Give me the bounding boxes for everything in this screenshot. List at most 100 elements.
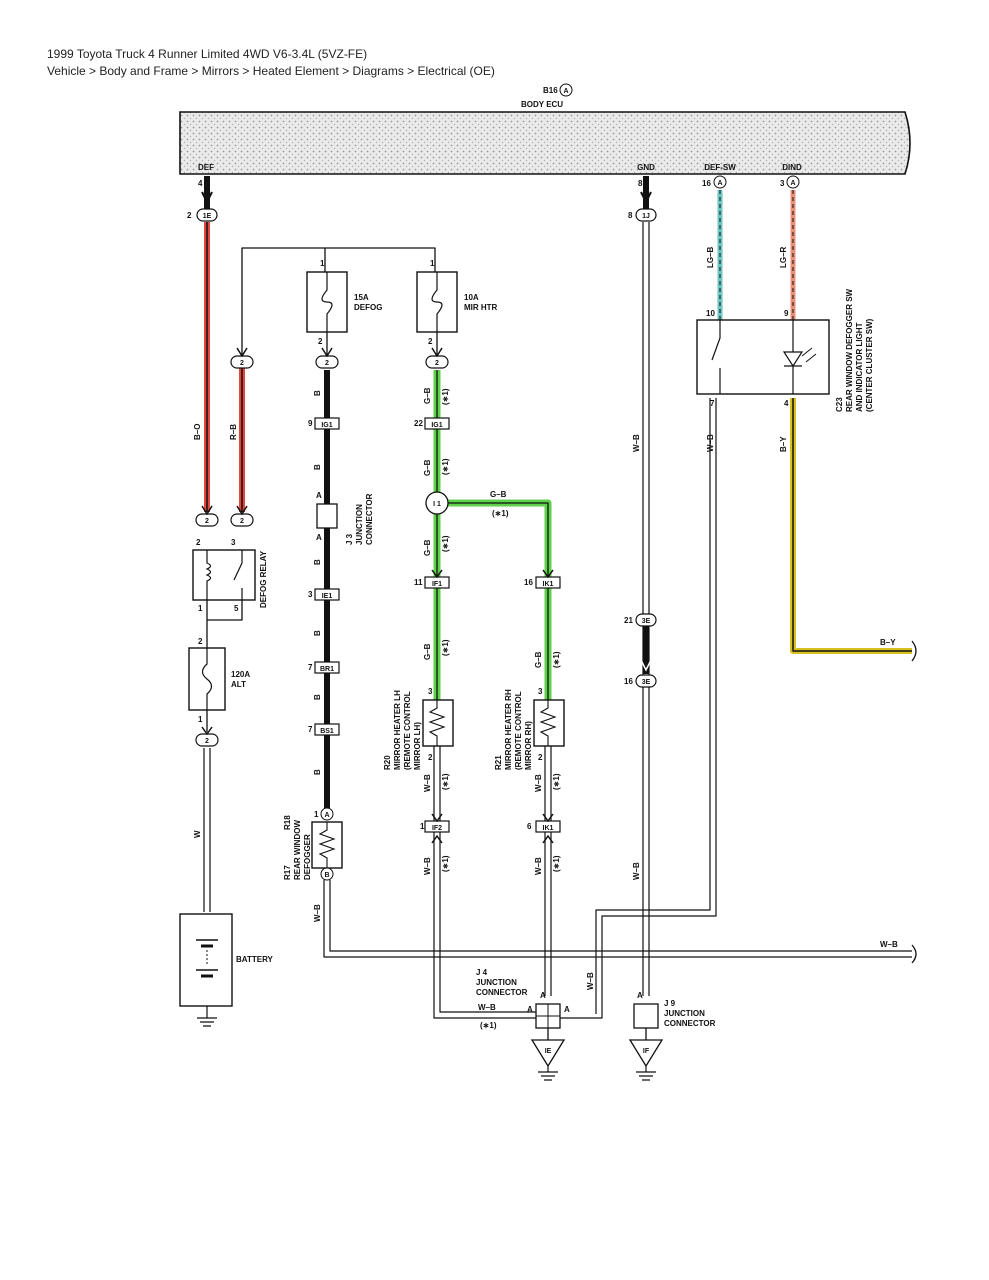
conn-3e-top: 3E (642, 618, 651, 625)
defogger-r18: R18 (283, 815, 292, 830)
label-wb-2: W–B (423, 857, 432, 875)
junction-j9: A J 9 JUNCTION CONNECTOR IF (628, 991, 716, 1081)
label-wb-11: W–B (478, 1003, 496, 1012)
ecu-letter-defsw: A (717, 180, 722, 187)
label-rb: R–B (229, 424, 238, 440)
j4-ref: J 4 (476, 968, 488, 977)
fuse-mir-name: MIR HTR (464, 303, 498, 312)
conn-ie1: IE1 (322, 593, 333, 600)
breadcrumb: Vehicle > Body and Frame > Mirrors > Hea… (47, 64, 495, 78)
pin-def: 4 (198, 179, 203, 188)
c23-label-3: (CENTER CLUSTER SW) (865, 318, 874, 412)
relay-label: DEFOG RELAY (259, 550, 268, 608)
label-b-4: B (313, 630, 322, 636)
fuse-mir-amp: 10A (464, 293, 479, 302)
label-wb-6: W–B (632, 862, 641, 880)
c23-label-2: AND INDICATOR LIGHT (855, 322, 864, 412)
j4-name2: CONNECTOR (476, 988, 528, 997)
label-note-8: (∗1) (441, 855, 450, 872)
j3-a-bottom: A (316, 533, 322, 542)
gnd-if-label: IF (643, 1048, 650, 1055)
fuse-defog-name: DEFOG (354, 303, 382, 312)
connector-arrows (201, 347, 554, 844)
j3-ref: J 3 (345, 533, 354, 545)
r20-label-3: MIRROR LH) (413, 722, 422, 770)
ecu-terminal-defsw: DEF-SW (704, 163, 736, 172)
label-note-7: (∗1) (441, 773, 450, 790)
j4-a-top: A (540, 991, 546, 1000)
label-gb-6: G–B (534, 651, 543, 668)
label-note-9: (∗1) (552, 773, 561, 790)
conn-i1: I 1 (433, 501, 441, 508)
junction-j4: J 4 JUNCTION CONNECTOR A A A IE (476, 968, 570, 1081)
pin-3e-bottom: 16 (624, 677, 633, 686)
ecu-ref: B16 (543, 86, 558, 95)
conn-if1: IF1 (432, 581, 442, 588)
label-w: W (193, 830, 202, 838)
relay-pin1: 1 (198, 604, 203, 613)
pin-ik1-top: 16 (524, 578, 533, 587)
label-wb-4: W–B (534, 857, 543, 875)
ecu-terminal-dind: DIND (782, 163, 802, 172)
r20-label-1: MIRROR HEATER LH (393, 690, 402, 770)
j4-name: JUNCTION (476, 978, 517, 987)
battery-label: BATTERY (236, 955, 274, 964)
alt-name: ALT (231, 680, 246, 689)
label-bo: B–O (193, 424, 202, 440)
label-wb-8: W–B (586, 972, 595, 990)
conn-2-alt: 2 (205, 738, 209, 745)
c23-pin4: 4 (784, 399, 789, 408)
label-note-10: (∗1) (552, 855, 561, 872)
fuse-alt: 2 120A ALT 1 (188, 637, 250, 724)
defogger-pin1: 1 (314, 810, 319, 819)
alt-amp: 120A (231, 670, 250, 679)
ecu-terminal-gnd: GND (637, 163, 655, 172)
ecu-name: BODY ECU (521, 100, 563, 109)
j3-name2: CONNECTOR (365, 493, 374, 545)
fuse-defog-pin1: 1 (320, 259, 325, 268)
defogger-label-1: REAR WINDOW (293, 820, 302, 880)
conn-ik1-top: IK1 (543, 581, 554, 588)
vehicle-title: 1999 Toyota Truck 4 Runner Limited 4WD V… (47, 47, 368, 61)
conn-1j: 1J (642, 213, 650, 220)
label-b-1: B (313, 390, 322, 396)
conn-br1: BR1 (320, 666, 334, 673)
ecu-pins: 4 8 16 3 A A 2 1E 8 1J (187, 175, 800, 222)
pin-br1: 7 (308, 663, 313, 672)
label-lgb: LG–B (706, 246, 715, 268)
b-path-connectors: 9 IG1 A A J 3 JUNCTION CONNECTOR 3 IE1 7… (308, 417, 374, 736)
gnd-ie-label: IE (545, 1048, 552, 1055)
conn-1e: 1E (203, 213, 212, 220)
j9-ref: J 9 (664, 999, 676, 1008)
defogger-conn-b: B (324, 872, 329, 879)
body-ecu: B16 A BODY ECU DEF GND DEF-SW DIND (179, 83, 911, 175)
relay-pin3: 3 (231, 538, 236, 547)
conn-bs1: BS1 (320, 728, 334, 735)
pin-if2: 1 (420, 822, 425, 831)
r20-pin2: 2 (428, 753, 433, 762)
label-note-5: (∗1) (492, 509, 509, 518)
pin-3e-top: 21 (624, 616, 633, 625)
fuse-mir-pin1: 1 (430, 259, 435, 268)
conn-3e-bottom: 3E (642, 679, 651, 686)
conn-3e-group: 21 3E 16 3E (624, 613, 657, 688)
label-gb-5: G–B (490, 490, 507, 499)
conn-2-mir: 2 (435, 360, 439, 367)
relay-pin5: 5 (234, 604, 239, 613)
alt-pin2: 2 (198, 637, 203, 646)
fuse-defog-amp: 15A (354, 293, 369, 302)
defog-relay: 2 3 1 5 DEFOG RELAY (192, 538, 268, 613)
r20-ref: R20 (383, 755, 392, 770)
conn-ig1-gb: IG1 (431, 422, 442, 429)
r21-pin3: 3 (538, 687, 543, 696)
defogger-r17: R17 (283, 865, 292, 880)
c23-label-1: REAR WINDOW DEFOGGER SW (845, 288, 854, 412)
label-note-1: (∗1) (441, 388, 450, 405)
fuse-defog-pin2: 2 (318, 337, 323, 346)
battery: BATTERY (179, 913, 274, 1027)
label-note-6: (∗1) (552, 651, 561, 668)
pin-ie1: 3 (308, 590, 313, 599)
mirror-heater-rh: 3 2 R21 MIRROR HEATER RH (REMOTE CONTROL… (494, 687, 565, 770)
pin-dind: 3 (780, 179, 785, 188)
